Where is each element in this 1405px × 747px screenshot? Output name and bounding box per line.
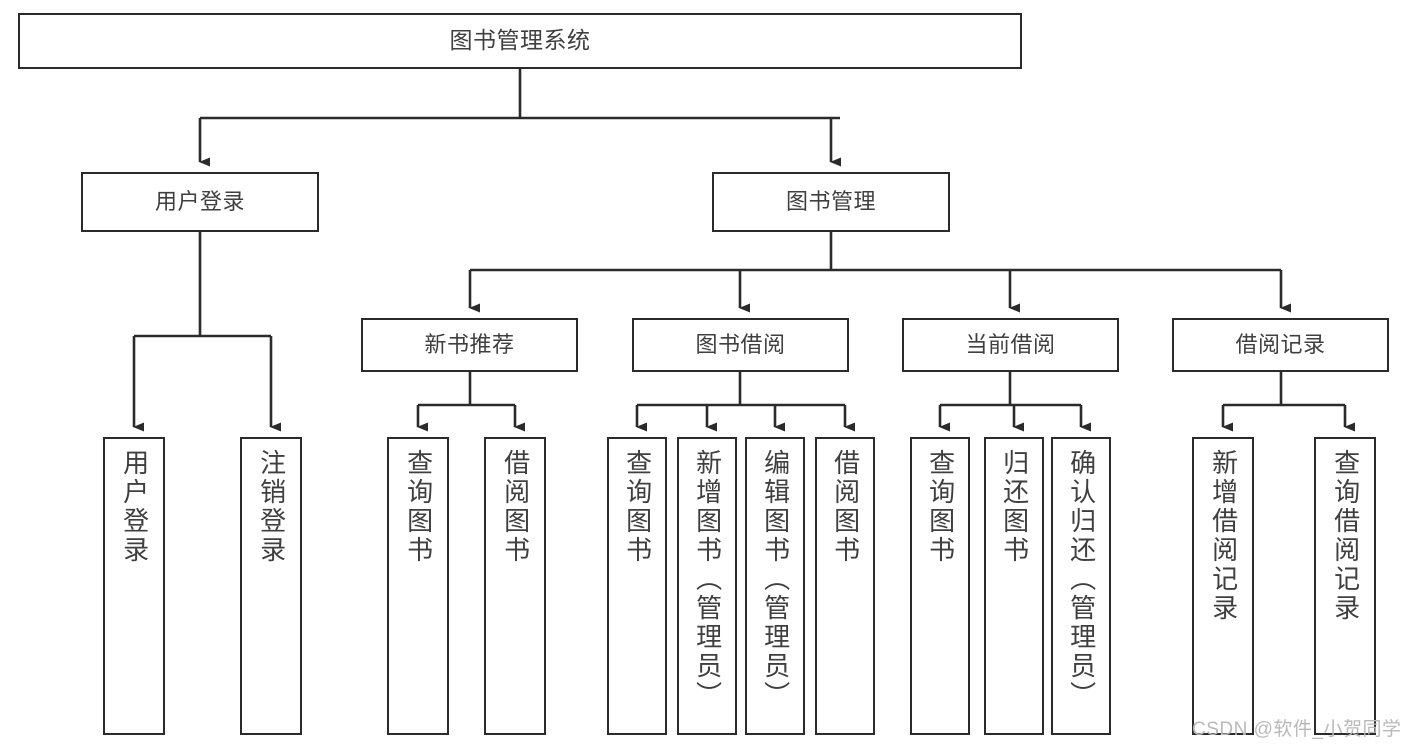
node-book-borrow[interactable]: 图书借阅 [632,318,849,372]
node-leaf-borrow-book-1-label: 借阅图书 [500,449,531,565]
node-leaf-add-book[interactable]: 新增图书（管理员） [677,437,737,735]
node-leaf-user-login[interactable]: 用户登录 [103,437,165,735]
node-book-borrow-label: 图书借阅 [695,332,786,358]
node-leaf-query-record-label: 查询借阅记录 [1330,449,1361,623]
edge-group-root [198,69,841,167]
node-leaf-query-book-3[interactable]: 查询图书 [910,437,970,735]
edge-group-borrow-record [1221,372,1355,432]
edge-group-current-borrow [938,372,1091,432]
node-new-book-recommend[interactable]: 新书推荐 [361,318,578,372]
edge-group-user-login [132,232,281,432]
node-borrow-record-label: 借阅记录 [1235,332,1326,358]
node-leaf-confirm-return-label: 确认归还（管理员） [1066,449,1097,710]
node-leaf-logout[interactable]: 注销登录 [240,437,302,735]
edge-group-book-manage [468,232,1291,313]
node-user-login-label: 用户登录 [154,189,245,215]
node-leaf-query-book-2-label: 查询图书 [622,449,653,565]
node-leaf-query-book-3-label: 查询图书 [925,449,956,565]
node-leaf-borrow-book-2-label: 借阅图书 [830,449,861,565]
node-leaf-query-book-2[interactable]: 查询图书 [607,437,667,735]
node-book-manage-label: 图书管理 [785,189,876,215]
node-leaf-logout-label: 注销登录 [256,449,287,565]
node-leaf-return-book[interactable]: 归还图书 [984,437,1044,735]
edge-group-book-borrow [635,372,855,432]
node-current-borrow[interactable]: 当前借阅 [902,318,1119,372]
node-leaf-query-book-1[interactable]: 查询图书 [387,437,449,735]
node-leaf-query-record[interactable]: 查询借阅记录 [1314,437,1376,735]
node-leaf-add-record[interactable]: 新增借阅记录 [1192,437,1254,735]
node-leaf-add-book-label: 新增图书（管理员） [692,449,723,710]
node-leaf-confirm-return[interactable]: 确认归还（管理员） [1051,437,1111,735]
node-leaf-borrow-book-1[interactable]: 借阅图书 [484,437,546,735]
node-book-manage[interactable]: 图书管理 [712,172,950,232]
node-current-borrow-label: 当前借阅 [965,332,1056,358]
csdn-watermark: CSDN @软件_小贺同学 [1192,719,1402,740]
node-leaf-user-login-label: 用户登录 [119,449,150,565]
node-root-label: 图书管理系统 [449,27,591,54]
node-user-login[interactable]: 用户登录 [81,172,319,232]
node-leaf-edit-book[interactable]: 编辑图书（管理员） [745,437,805,735]
node-leaf-edit-book-label: 编辑图书（管理员） [760,449,791,710]
node-root[interactable]: 图书管理系统 [18,13,1022,69]
node-borrow-record[interactable]: 借阅记录 [1172,318,1389,372]
node-leaf-add-record-label: 新增借阅记录 [1208,449,1239,623]
node-leaf-return-book-label: 归还图书 [999,449,1030,565]
node-new-book-recommend-label: 新书推荐 [424,332,515,358]
node-leaf-query-book-1-label: 查询图书 [403,449,434,565]
node-leaf-borrow-book-2[interactable]: 借阅图书 [815,437,875,735]
edge-group-new-book-recommend [416,372,525,432]
